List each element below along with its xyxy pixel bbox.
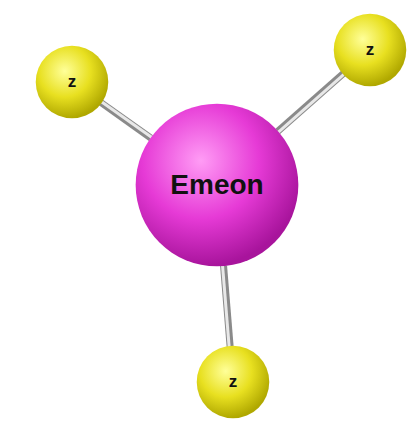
- bond-stick: [223, 266, 231, 347]
- bond-stick: [101, 101, 152, 138]
- atom-sphere: z: [196, 345, 270, 419]
- atom-sphere: z: [333, 13, 407, 87]
- atom-sphere: z: [35, 45, 109, 119]
- atom-label: z: [229, 372, 238, 392]
- central-atom-sphere: Emeon: [134, 102, 300, 268]
- bond-stick: [278, 73, 345, 132]
- atom-label: z: [68, 72, 77, 92]
- atom-label: Emeon: [170, 169, 263, 201]
- atom-label: z: [366, 40, 375, 60]
